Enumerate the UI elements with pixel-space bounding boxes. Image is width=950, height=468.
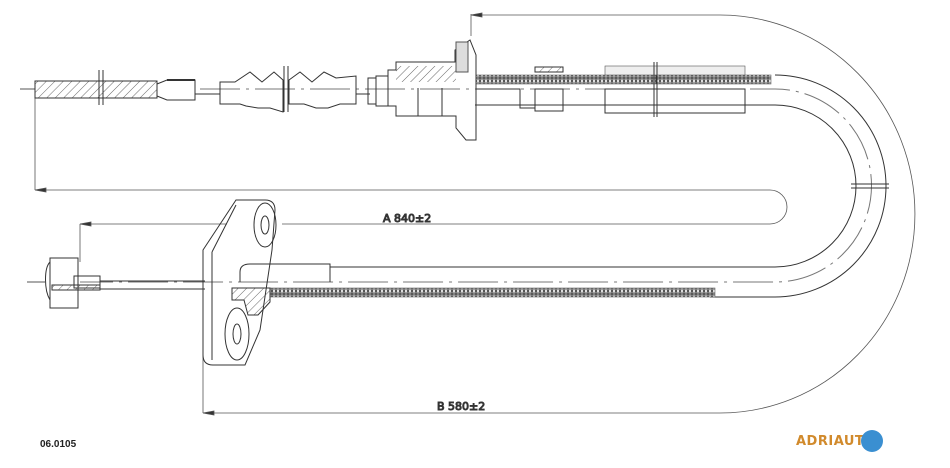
brand-logo: ADRIAUT — [796, 430, 884, 452]
cable-end-eyelet — [27, 257, 205, 309]
part-number: 06.0105 — [40, 439, 77, 450]
rubber-boot — [219, 66, 370, 113]
logo-text: ADRIAUT — [796, 433, 865, 449]
dimension-b-label: B 580±2 — [437, 400, 485, 413]
threaded-rod-end — [20, 70, 220, 105]
dimension-a-line — [34, 88, 788, 262]
mounting-bracket — [202, 199, 331, 366]
overall-dimension-line — [202, 12, 916, 416]
cable-sheath — [80, 62, 889, 298]
dimension-a-label: A 840±2 — [383, 212, 431, 225]
logo-mark-icon — [861, 430, 884, 452]
main-fitting — [367, 39, 535, 141]
